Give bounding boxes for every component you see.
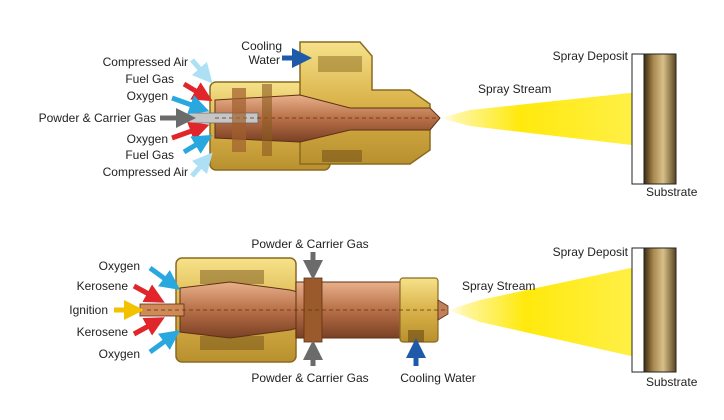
bottom-labels: Oxygen Kerosene Ignition Kerosene Oxygen… [69,237,697,389]
bottom-spray-stream [448,266,640,358]
bottom-arrow-oxygen-2 [148,330,181,355]
label-oxygen-1: Oxygen [127,89,168,103]
top-arrow-compressed-air-1 [190,58,213,84]
top-arrow-oxygen-1 [171,95,210,115]
label-powder-carrier-gas: Powder & Carrier Gas [39,111,156,125]
label-ignition: Ignition [69,303,108,317]
top-substrate [643,53,677,185]
label-kerosene-b1: Kerosene [77,279,129,293]
top-arrow-fuel-gas-2 [182,134,213,155]
label-substrate-b: Substrate [646,375,698,389]
label-oxygen-b1: Oxygen [99,259,140,273]
label-compressed-air-1: Compressed Air [103,55,188,69]
label-spray-deposit-b: Spray Deposit [553,245,629,259]
label-oxygen-b2: Oxygen [99,347,140,361]
label-kerosene-b2: Kerosene [77,325,129,339]
label-powder-carrier-top: Powder & Carrier Gas [251,237,368,251]
label-fuel-gas-2: Fuel Gas [125,148,174,162]
bottom-arrow-kerosene-2 [132,317,165,337]
top-arrow-oxygen-2 [171,121,210,141]
bottom-input-arrows [114,252,426,366]
bottom-arrow-oxygen-1 [148,265,181,290]
label-oxygen-2: Oxygen [127,132,168,146]
top-arrow-compressed-air-2 [190,152,213,178]
bottom-substrate [643,247,677,373]
bottom-spray-deposit [631,247,645,373]
top-arrow-fuel-gas-1 [182,81,213,102]
label-compressed-air-2: Compressed Air [103,165,188,179]
top-gun [187,41,441,171]
label-water: Water [248,53,280,67]
top-labels: Compressed Air Fuel Gas Oxygen Powder & … [39,39,698,199]
label-spray-deposit-top: Spray Deposit [553,49,629,63]
label-powder-carrier-bottom: Powder & Carrier Gas [251,371,368,385]
label-spray-stream-b: Spray Stream [462,279,535,293]
bottom-arrow-kerosene-1 [132,283,165,303]
top-input-arrows [160,48,312,178]
top-spray-deposit [631,53,645,185]
bottom-gun [139,257,449,363]
label-cooling-water-b: Cooling Water [400,371,476,385]
label-spray-stream-top: Spray Stream [478,82,551,96]
top-spray-stream [440,92,640,146]
label-fuel-gas-1: Fuel Gas [125,72,174,86]
label-substrate-top: Substrate [646,185,698,199]
label-cooling: Cooling [241,39,282,53]
